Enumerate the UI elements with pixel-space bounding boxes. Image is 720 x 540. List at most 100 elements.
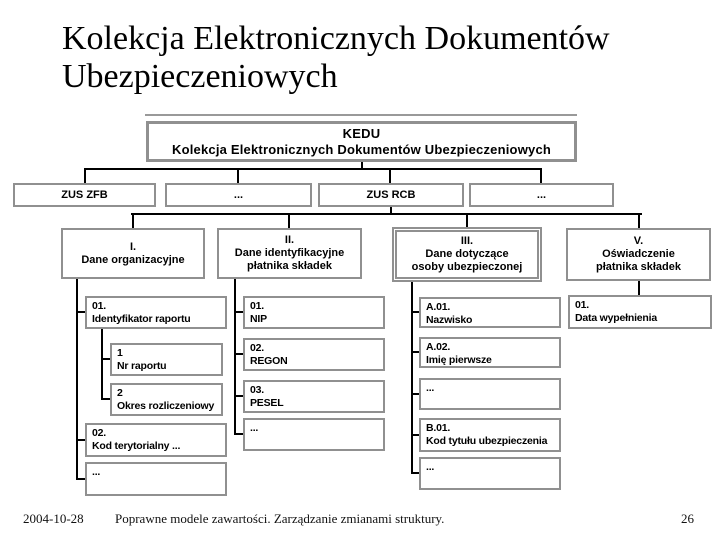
node-label: Identyfikator raportu xyxy=(92,313,191,325)
stub-col1-02 xyxy=(76,439,85,441)
footer-page-number: 26 xyxy=(681,511,694,526)
stub-col1-01 xyxy=(76,311,85,313)
node-code: 01. xyxy=(575,299,589,311)
tree-node-level2-dots-a: ... xyxy=(165,183,312,207)
node-code: 2 xyxy=(117,387,123,399)
node-code: 02. xyxy=(92,427,106,439)
tree-node-col1-dots: ... xyxy=(85,462,227,496)
trunk-col1 xyxy=(76,279,78,480)
node-label: ... xyxy=(536,188,547,201)
slide-title-line1: Kolekcja Elektronicznych Dokumentów xyxy=(62,20,610,57)
node-code: ... xyxy=(426,382,435,394)
tree-node-level2-dots-b: ... xyxy=(469,183,614,207)
trunk-col2 xyxy=(234,279,236,435)
tree-node-segment-iii: III. Dane dotyczące osoby ubezpieczonej xyxy=(392,227,542,282)
connector-level3-bus xyxy=(131,213,642,215)
kedu-name: Kolekcja Elektronicznych Dokumentów Ubez… xyxy=(171,141,552,157)
stub-col3-b01 xyxy=(411,434,420,436)
node-label: ZUS ZFB xyxy=(61,188,108,201)
node-line: Dane identyfikacyjne xyxy=(234,247,345,259)
tree-node-col2-pesel: 03. PESEL xyxy=(243,380,385,413)
tree-node-col1-okres: 2 Okres rozliczeniowy xyxy=(110,383,223,416)
stub-col1-okres xyxy=(101,398,110,400)
node-line: Dane dotyczące xyxy=(425,248,509,260)
node-line: płatnika składek xyxy=(247,260,332,272)
connector-drop-dots-b xyxy=(540,168,542,184)
tree-node-col1-nr-raportu: 1 Nr raportu xyxy=(110,343,223,376)
connector-drop-dots-a xyxy=(237,168,239,184)
trunk-col4 xyxy=(638,281,640,296)
node-label: NIP xyxy=(250,313,267,325)
node-label: PESEL xyxy=(250,397,284,409)
node-code: ... xyxy=(92,466,101,478)
connector-root-stem xyxy=(361,162,363,169)
footer-subtitle: Poprawne modele zawartości. Zarządzanie … xyxy=(115,511,445,526)
node-label: Kod tytułu ubezpieczenia xyxy=(426,435,548,447)
tree-node-col2-nip: 01. NIP xyxy=(243,296,385,329)
tree-node-zus-rcb: ZUS RCB xyxy=(318,183,464,207)
connector-drop-seg-iii xyxy=(466,213,468,228)
connector-drop-seg-v xyxy=(638,213,640,229)
connector-drop-rcb xyxy=(389,168,391,184)
node-code: 02. xyxy=(250,342,264,354)
node-line: III. xyxy=(460,235,474,247)
connector-drop-seg-i xyxy=(132,213,134,229)
stub-col3-a01 xyxy=(411,311,420,313)
trunk-col3 xyxy=(411,281,413,474)
tree-node-col4-data-wypelnienia: 01. Data wypełnienia xyxy=(568,295,712,329)
title-underline xyxy=(145,114,577,116)
stub-col3-dots2 xyxy=(411,472,420,474)
node-label: Imię pierwsze xyxy=(426,354,492,366)
slide-title: Kolekcja Elektronicznych Dokumentów Ubez… xyxy=(62,20,610,96)
node-code: B.01. xyxy=(426,422,451,434)
stub-col3-a02 xyxy=(411,351,420,353)
node-code: 03. xyxy=(250,384,264,396)
stub-col2-dots xyxy=(234,433,243,435)
node-label: Kod terytorialny ... xyxy=(92,440,181,452)
node-line: Oświadczenie xyxy=(602,248,675,260)
stub-col3-dots1 xyxy=(411,393,420,395)
node-line: V. xyxy=(633,235,644,247)
stub-col1-nr xyxy=(101,358,110,360)
tree-node-segment-i: I. Dane organizacyjne xyxy=(61,228,205,279)
node-label: Data wypełnienia xyxy=(575,312,657,324)
connector-rcb-stem xyxy=(390,207,392,215)
node-code: ... xyxy=(426,461,435,473)
connector-drop-seg-ii xyxy=(288,213,290,229)
node-line: Dane organizacyjne xyxy=(81,253,185,266)
tree-node-segment-ii: II. Dane identyfikacyjne płatnika składe… xyxy=(217,228,362,279)
stub-col2-regon xyxy=(234,353,243,355)
node-label: ZUS RCB xyxy=(366,188,416,201)
tree-node-kedu: KEDU Kolekcja Elektronicznych Dokumentów… xyxy=(146,121,577,162)
tree-node-col3-imie: A.02. Imię pierwsze xyxy=(419,337,561,368)
node-code: 1 xyxy=(117,347,123,359)
tree-node-col3-dots1: ... xyxy=(419,378,561,410)
node-label: Nazwisko xyxy=(426,314,473,326)
node-label: REGON xyxy=(250,355,288,367)
stub-col2-nip xyxy=(234,311,243,313)
tree-node-col1-identyfikator: 01. Identyfikator raportu xyxy=(85,296,227,329)
node-code: A.02. xyxy=(426,341,451,353)
node-code: A.01. xyxy=(426,301,451,313)
node-code: ... xyxy=(250,422,259,434)
footer-date: 2004-10-28 xyxy=(23,511,84,526)
tree-node-col1-kod-terytorialny: 02. Kod terytorialny ... xyxy=(85,423,227,457)
connector-level2-bus xyxy=(84,168,542,170)
tree-node-col2-regon: 02. REGON xyxy=(243,338,385,371)
tree-node-col3-kod-tytulu: B.01. Kod tytułu ubezpieczenia xyxy=(419,418,561,452)
tree-node-col3-nazwisko: A.01. Nazwisko xyxy=(419,297,561,328)
kedu-abbr: KEDU xyxy=(342,125,381,141)
node-label: Okres rozliczeniowy xyxy=(117,400,215,412)
slide-title-line2: Ubezpieczeniowych xyxy=(62,58,338,95)
stub-col2-pesel xyxy=(234,395,243,397)
subtrunk-col1 xyxy=(101,329,103,400)
connector-drop-zfb xyxy=(84,168,86,184)
node-line: płatnika składek xyxy=(596,261,681,273)
node-code: 01. xyxy=(250,300,264,312)
node-label: Nr raportu xyxy=(117,360,167,372)
node-line: osoby ubezpieczonej xyxy=(411,261,523,273)
stub-col1-dots xyxy=(76,478,85,480)
node-code: 01. xyxy=(92,300,106,312)
tree-node-zus-zfb: ZUS ZFB xyxy=(13,183,156,207)
